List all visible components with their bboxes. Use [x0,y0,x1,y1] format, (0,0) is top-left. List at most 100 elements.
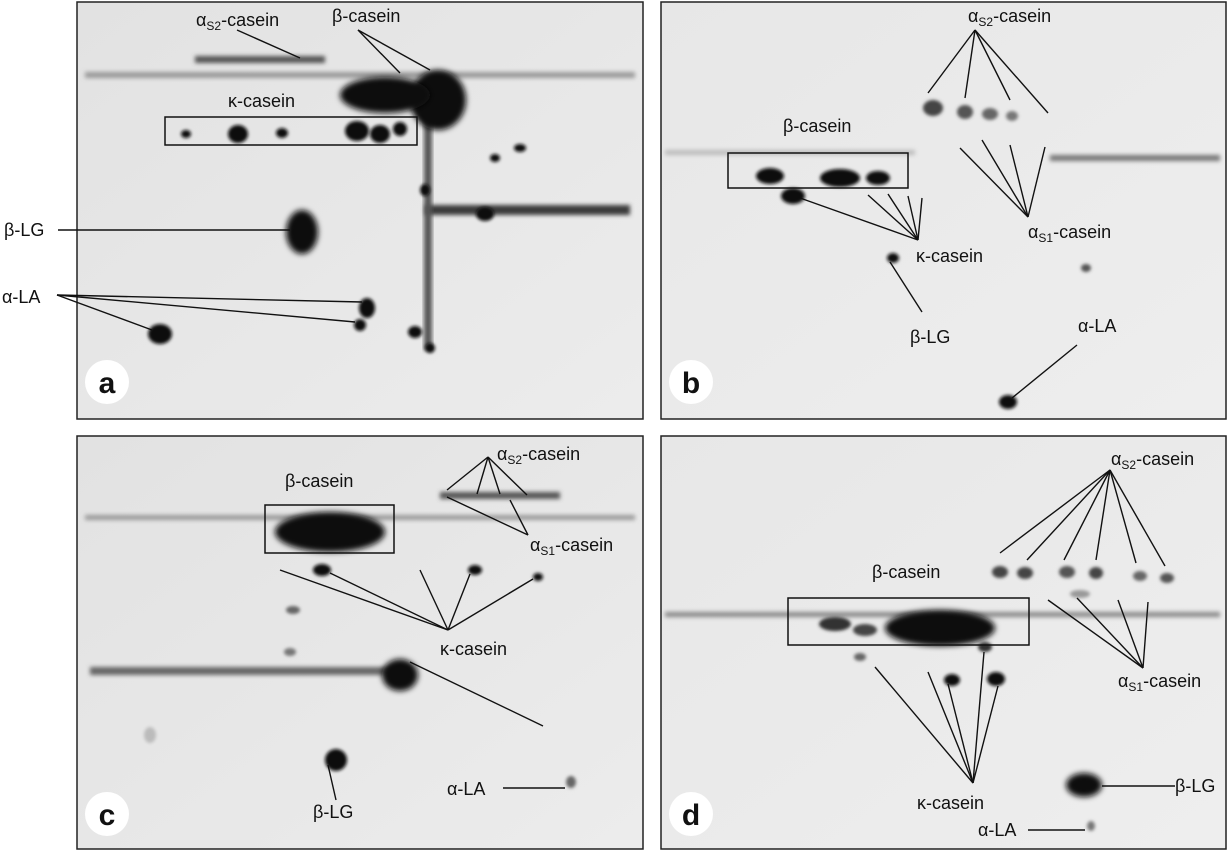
panel-c-leader-as2 [487,456,528,496]
panel-d-spot-kappa [978,642,992,652]
panel-a-label-beta-casein: β-casein [332,6,400,26]
panel-d-spot-as2 [1017,567,1033,579]
panel-a-spot-kappa [345,121,369,141]
panel-a-leader-alpha-la [56,294,363,303]
panel-d-leader-as2 [1095,469,1111,561]
panel-d-spot-as2 [1059,566,1075,578]
panel-c-streak [90,667,410,675]
panel-b-label-as1-casein: αS1-casein [1028,222,1111,245]
panel-c-leader-as2 [446,456,489,491]
panel-b-spot-beta-casein [820,169,860,187]
panel-b-spot-beta-lg [887,253,899,263]
panel-c-badge [85,792,129,836]
panel-a-streak [85,72,635,78]
panel-b-spot-alpha-la [999,395,1017,409]
panel-d-label-kappa-casein: κ-casein [917,793,984,813]
panel-c-label-as2-casein: αS2-casein [497,444,580,467]
panel-d-leader-as1 [1117,599,1144,669]
panel-d-leader-as2 [1109,469,1137,564]
panel-c-leader [409,661,544,727]
panel-a-spot [490,154,500,162]
panel-a-spot [420,184,430,196]
panel-a-spot-alpha-la [359,298,375,318]
panel-c-spot-beta-lg [325,749,347,771]
panel-d-gel-spots [665,566,1220,831]
panel-d: αS2-casein β-casein αS1-casein κ-casein … [660,435,1227,850]
panel-c-label-beta-casein: β-casein [285,471,353,491]
panel-b-leader-as2 [974,29,1049,114]
panel-a-leader-alpha-la [56,294,153,331]
panel-c-spot-kappa [468,565,482,575]
panel-a-spot [476,207,494,221]
panel-b-spot-beta-casein [866,171,890,185]
panel-b-leader-kappa [917,197,923,241]
panel-c-spot [286,606,300,614]
panel-c-badge-letter: c [99,799,116,832]
panel-a-spot [425,343,435,353]
panel-a-spot-kappa [228,125,248,143]
panel-b-label-alpha-la: α-LA [1078,316,1116,336]
panel-b-spot-as2 [957,105,973,119]
panel-c-spot-alpha-la [566,776,576,788]
panel-c-label-beta-lg: β-LG [313,802,353,822]
panel-c-leader-kappa [447,578,534,631]
panel-a-leader-alpha-la [56,294,356,323]
panel-d-label-alpha-la: α-LA [978,820,1016,840]
panel-d-leader-kappa [947,683,974,784]
panel-a-spot-kappa [276,128,288,138]
panel-a-spot-alpha-la [148,324,172,344]
panel-d-spot-beta-casein [885,610,995,646]
panel-a-leader-as2 [236,29,301,59]
panel-c-spot-kappa [313,564,331,576]
panel-b-spot [1081,264,1091,272]
panel-b-leader-kappa [907,195,919,241]
panel-a-leader-beta-casein [357,29,401,74]
panel-c-label-kappa-casein: κ-casein [440,639,507,659]
panel-b-leader-as1 [1009,144,1029,218]
panel-d-spot-kappa [854,653,866,661]
panel-b-leader-alpha-la [1011,344,1078,399]
panel-a-streak [425,205,630,215]
panel-d-spot-beta-lg [1066,773,1102,797]
panel-b-beta-casein-box [727,152,909,189]
panel-c-leader-beta-lg [327,764,337,801]
panel-d-leader-as2 [1109,469,1166,567]
panel-a-vstreak [424,110,432,350]
panel-d-leader-kappa [874,666,974,784]
panel-d-leader-as2 [1026,469,1111,561]
panel-c-beta-casein-box [264,504,395,554]
panel-a-label-beta-lg: β-LG [4,220,44,240]
panel-c-leader-as2 [476,456,489,495]
panel-b-label-kappa-casein: κ-casein [916,246,983,266]
panel-a-label-alpha-la: α-LA [2,287,40,307]
panel-b-frame [660,1,1227,420]
panel-b-spot-kappa [781,188,805,204]
panel-b-badge-letter: b [682,367,700,400]
panel-b-leader-beta-lg [889,261,923,313]
panel-b-leader-as1 [981,139,1029,218]
panel-c-spot [144,727,156,743]
panel-c-spot [284,648,296,656]
panel-a-kappa-box [164,116,418,146]
panel-b: αS2-casein β-casein αS1-casein κ-casein … [660,1,1227,420]
panel-c-label-alpha-la: α-LA [447,779,485,799]
panel-b-spot-as2 [923,100,943,116]
panel-d-beta-casein-box [787,597,1030,646]
panel-b-leader-as2 [974,29,1011,101]
panel-c-leader-kappa [447,573,471,631]
panel-b-leader-as2 [964,29,976,99]
panel-a-leader-beta-casein [357,29,431,71]
panel-d-spot-beta-casein [853,624,877,636]
panel-b-spot-as2 [982,108,998,120]
panel-c-leader-as2 [487,456,501,495]
panel-b-spot-as2 [1006,111,1018,121]
panel-d-label-as1-casein: αS1-casein [1118,671,1201,694]
panel-d-spot-kappa [987,672,1005,686]
panel-c-label-as1-casein: αS1-casein [530,535,613,558]
panel-b-label-as2-casein: αS2-casein [968,6,1051,29]
panel-a-badge-letter: a [99,367,116,400]
panel-b-streak [1050,155,1220,161]
panel-a-label-as2-casein: αS2-casein [196,10,279,33]
panel-d-spot-as1 [1070,590,1090,598]
